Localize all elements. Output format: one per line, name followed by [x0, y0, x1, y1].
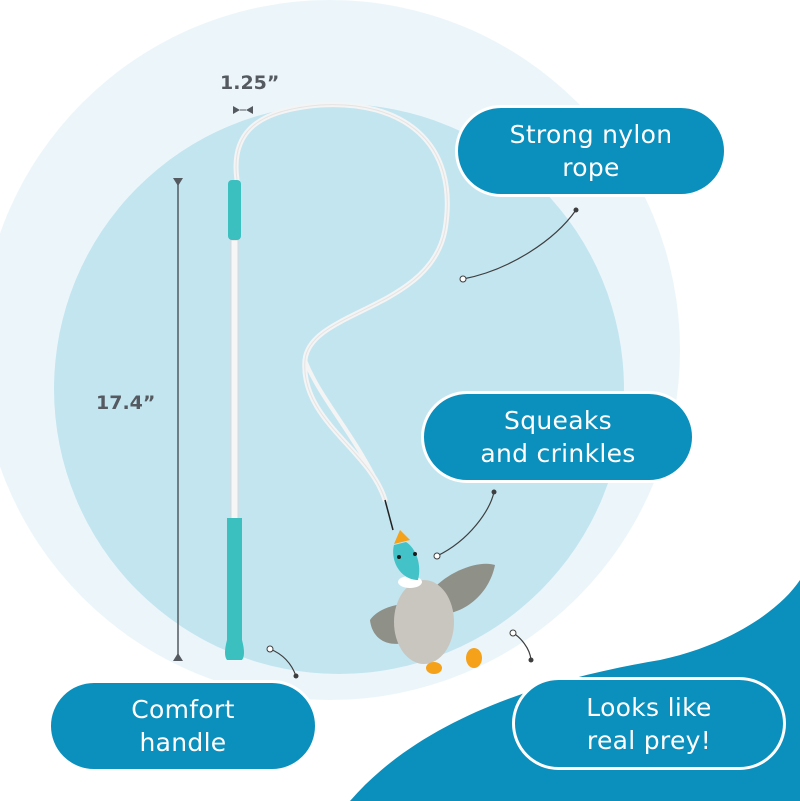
wand-handle — [225, 518, 244, 660]
background-inner-circle — [54, 104, 624, 674]
callout-comfort-handle: Comfort handle — [48, 680, 318, 772]
width-dimension-label: 1.25” — [220, 72, 280, 94]
callout-squeak-line1: Squeaks — [504, 406, 612, 435]
callout-handle-line2: handle — [139, 728, 227, 757]
callout-rope-line2: rope — [562, 153, 620, 182]
callout-squeak-line2: and crinkles — [480, 439, 636, 468]
callout-prey-line1: Looks like — [586, 692, 712, 722]
callout-strong-nylon-rope: Strong nylon rope — [455, 105, 727, 197]
wand-top-grip — [228, 180, 241, 240]
duck-toy — [370, 530, 495, 674]
callout-handle-line1: Comfort — [131, 695, 235, 724]
callout-rope-line1: Strong nylon — [509, 120, 673, 149]
callout-looks-like-real-prey: Looks like real prey! — [512, 677, 786, 770]
callout-prey-line2: real prey! — [586, 725, 712, 755]
length-dimension-label: 17.4” — [96, 392, 156, 414]
callout-squeaks-and-crinkles: Squeaks and crinkles — [421, 391, 695, 483]
